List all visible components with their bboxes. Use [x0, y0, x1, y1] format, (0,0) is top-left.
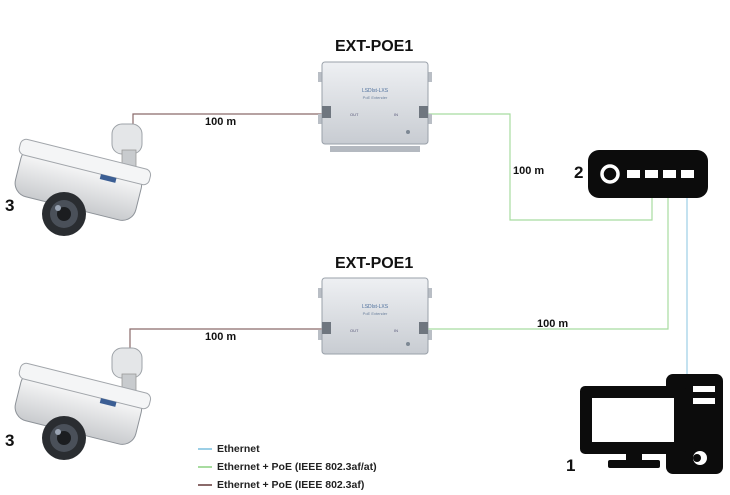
switch-icon [588, 150, 708, 198]
distance-top-switch: 100 m [513, 165, 545, 177]
injector-label: LSDIst-LXS [362, 304, 389, 310]
line-bottom-injector-switch [428, 198, 669, 330]
injector-top: LSDIst-LXS PoE Extender OUT IN [318, 61, 432, 152]
port-out-icon [322, 106, 331, 118]
injector-top-title: EXT-POE1 [335, 38, 414, 55]
legend-poe-af-swatch [198, 484, 212, 486]
port-in-label: IN [394, 328, 398, 333]
port-out-label: OUT [350, 112, 359, 117]
led-icon [406, 342, 410, 346]
legend-poe-af-label: Ethernet + PoE (IEEE 802.3af) [217, 479, 365, 491]
port-out-icon [322, 322, 331, 334]
legend-ethernet-swatch [198, 448, 212, 450]
port-out-label: OUT [350, 328, 359, 333]
distance-bottom-camera: 100 m [205, 331, 237, 343]
legend-ethernet-label: Ethernet [217, 443, 260, 455]
legend-poe-at: Ethernet + PoE (IEEE 802.3af/at) [198, 461, 377, 473]
camera-top-number: 3 [5, 196, 15, 215]
injector-sublabel: PoE Extender [363, 95, 388, 100]
camera-bottom-icon [14, 347, 152, 460]
switch-number: 2 [574, 163, 584, 182]
port-in-icon [419, 322, 428, 334]
led-icon [406, 130, 410, 134]
injector-bottom-title: EXT-POE1 [335, 255, 414, 272]
legend-ethernet: Ethernet [198, 443, 260, 455]
distance-bottom-switch: 100 m [537, 318, 569, 330]
pc-number: 1 [566, 456, 576, 475]
port-in-label: IN [394, 112, 398, 117]
line-top-injector-switch [428, 113, 653, 221]
injector-label: LSDIst-LXS [362, 88, 389, 94]
injector-bottom: LSDIst-LXS PoE Extender OUT IN [318, 277, 432, 355]
legend-poe-at-label: Ethernet + PoE (IEEE 802.3af/at) [217, 461, 377, 473]
injector-sublabel: PoE Extender [363, 311, 388, 316]
legend-poe-at-swatch [198, 466, 212, 468]
legend-poe-af: Ethernet + PoE (IEEE 802.3af) [198, 479, 364, 491]
computer-icon [580, 374, 723, 474]
camera-top-icon [14, 123, 152, 236]
camera-bottom-number: 3 [5, 431, 15, 450]
distance-top-camera: 100 m [205, 116, 237, 128]
port-in-icon [419, 106, 428, 118]
